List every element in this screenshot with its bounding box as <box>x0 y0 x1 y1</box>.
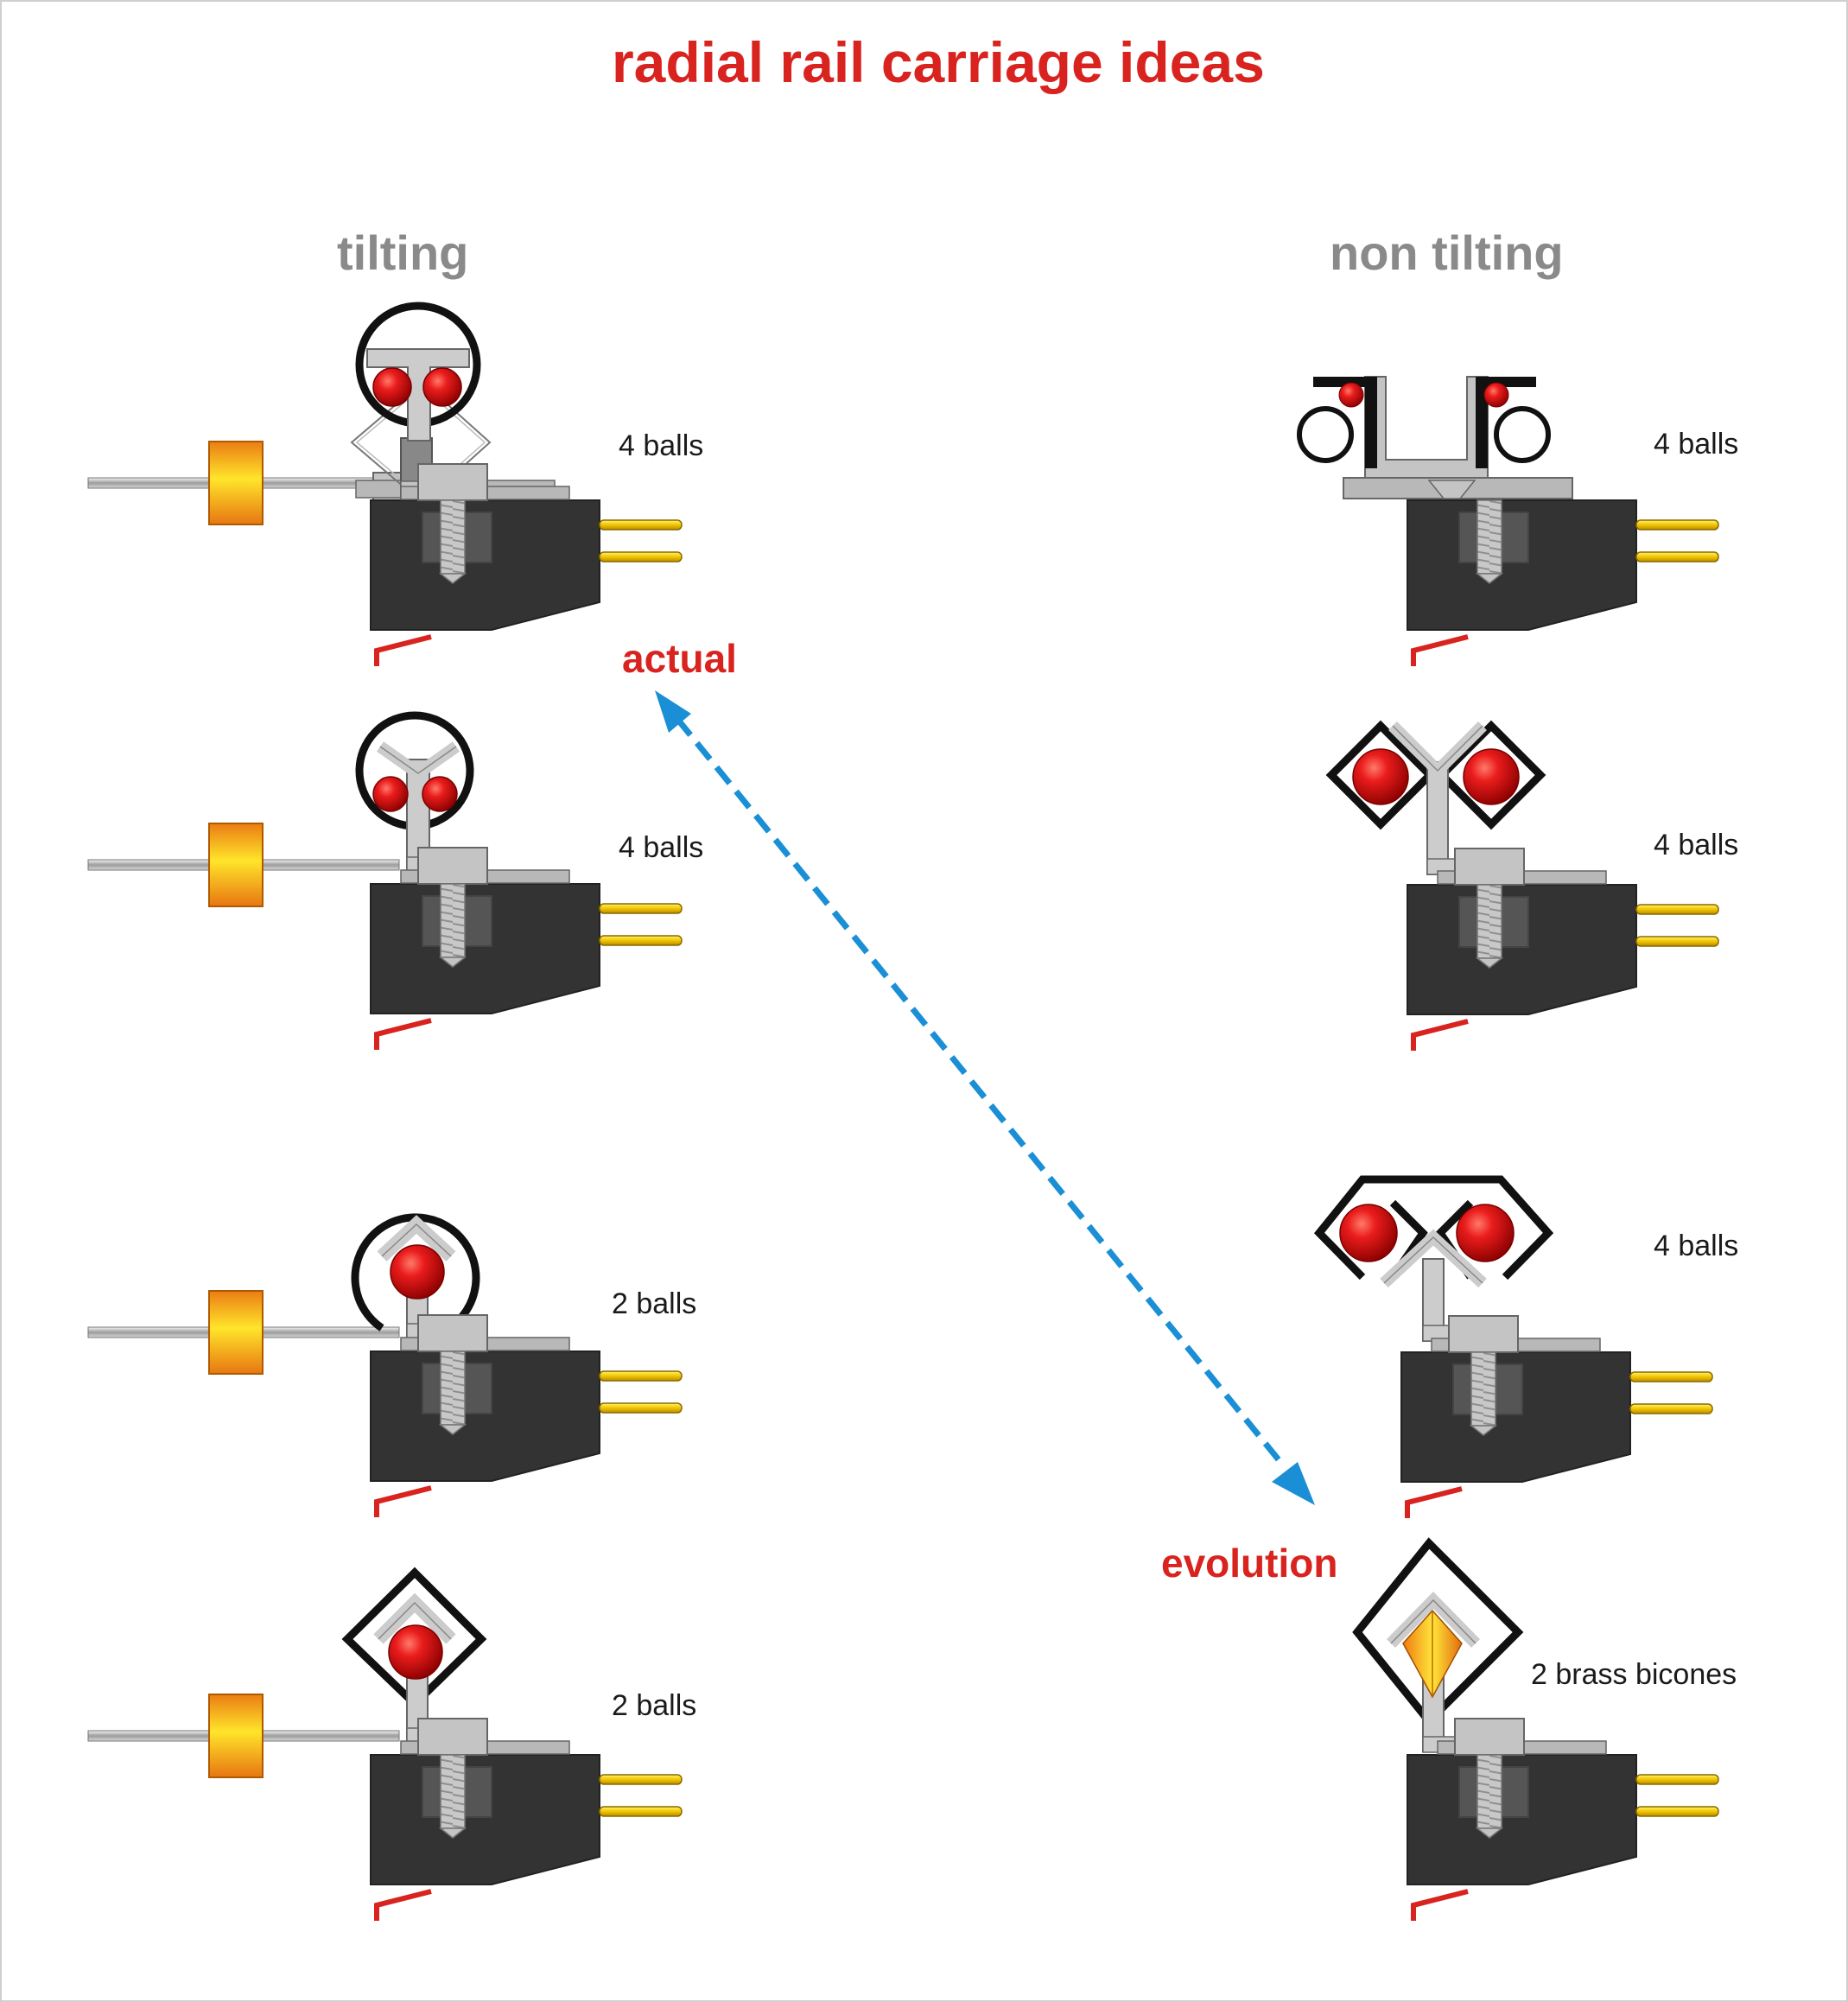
non-tilting-variant-1 <box>1297 376 1718 666</box>
heading-tilting: tilting <box>337 226 469 280</box>
label-tilting-2: 4 balls <box>619 831 704 864</box>
tilting-variant-4 <box>87 1567 682 1921</box>
annotation-evolution: evolution <box>1161 1541 1338 1586</box>
tilting-variant-2 <box>87 711 682 1050</box>
label-non-tilting-4: 2 brass bicones <box>1531 1658 1737 1691</box>
non-tilting-variant-3 <box>1313 1175 1712 1518</box>
tilting-variant-1 <box>87 302 682 666</box>
annotation-actual: actual <box>622 636 737 681</box>
label-non-tilting-3: 4 balls <box>1654 1230 1739 1262</box>
label-tilting-1: 4 balls <box>619 429 704 462</box>
tilting-variant-3 <box>87 1213 682 1517</box>
non-tilting-variant-2 <box>1325 720 1718 1051</box>
label-tilting-4: 2 balls <box>612 1689 697 1722</box>
non-tilting-variant-4 <box>1352 1537 1718 1921</box>
diagram-title: radial rail carriage ideas <box>612 30 1265 94</box>
label-tilting-3: 2 balls <box>612 1287 697 1320</box>
label-non-tilting-1: 4 balls <box>1654 428 1739 461</box>
label-non-tilting-2: 4 balls <box>1654 829 1739 861</box>
evolution-arrow <box>655 690 1315 1505</box>
heading-non-tilting: non tilting <box>1330 226 1564 280</box>
